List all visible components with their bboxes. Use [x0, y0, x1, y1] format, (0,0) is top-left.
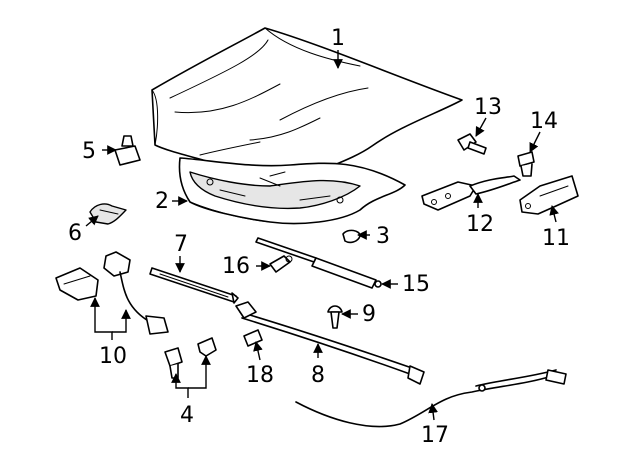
- leader-13: [475, 117, 487, 137]
- callout-1: 1: [331, 26, 345, 51]
- callout-15: 15: [402, 272, 430, 297]
- callout-8: 8: [311, 363, 325, 388]
- leader-10a: [90, 297, 113, 340]
- push-clip: [327, 305, 343, 329]
- callout-16: 16: [222, 254, 250, 279]
- hood-support-rod: [235, 301, 425, 385]
- callout-14: 14: [530, 109, 558, 134]
- hood-seal-clip: [89, 203, 127, 225]
- release-cable-rear: [295, 369, 567, 428]
- bolt: [457, 133, 487, 155]
- hood-panel: [151, 27, 463, 175]
- callout-17: 17: [421, 423, 449, 448]
- hood-seal-strip: [149, 267, 239, 304]
- callout-13: 13: [474, 95, 502, 120]
- callout-10: 10: [99, 344, 127, 369]
- release-cable-front: [55, 251, 169, 335]
- leader-17: [428, 403, 438, 421]
- nut: [517, 151, 535, 177]
- leader-10b: [112, 309, 131, 333]
- callout-7: 7: [174, 232, 188, 257]
- callout-labels: 1 2 3 4 5 6 7 8 9 10 11 12 13 14 15 16 1…: [68, 26, 570, 448]
- leader-4b: [188, 355, 211, 389]
- leader-14: [529, 131, 541, 153]
- callout-6: 6: [68, 221, 82, 246]
- leader-18: [253, 341, 263, 361]
- callout-4: 4: [180, 403, 194, 428]
- fastener-pair: [164, 337, 217, 379]
- gas-strut-end: [269, 255, 293, 273]
- callout-3: 3: [376, 224, 390, 249]
- callout-11: 11: [542, 226, 570, 251]
- hood-bumper: [114, 135, 141, 166]
- callout-5: 5: [82, 139, 96, 164]
- callout-12: 12: [466, 212, 494, 237]
- leader-lines: [85, 50, 559, 421]
- clip: [243, 329, 263, 347]
- hood-hinge: [421, 175, 521, 211]
- callout-2: 2: [155, 189, 169, 214]
- leader-6: [85, 215, 99, 227]
- callout-9: 9: [362, 302, 376, 327]
- hinge-bracket: [519, 175, 579, 215]
- leader-11: [549, 205, 559, 223]
- callout-18: 18: [246, 363, 274, 388]
- hood-inner-panel: [178, 157, 406, 225]
- hood-bumper-cushion: [342, 229, 361, 244]
- leader-4a: [171, 373, 189, 398]
- gas-strut: [255, 237, 382, 289]
